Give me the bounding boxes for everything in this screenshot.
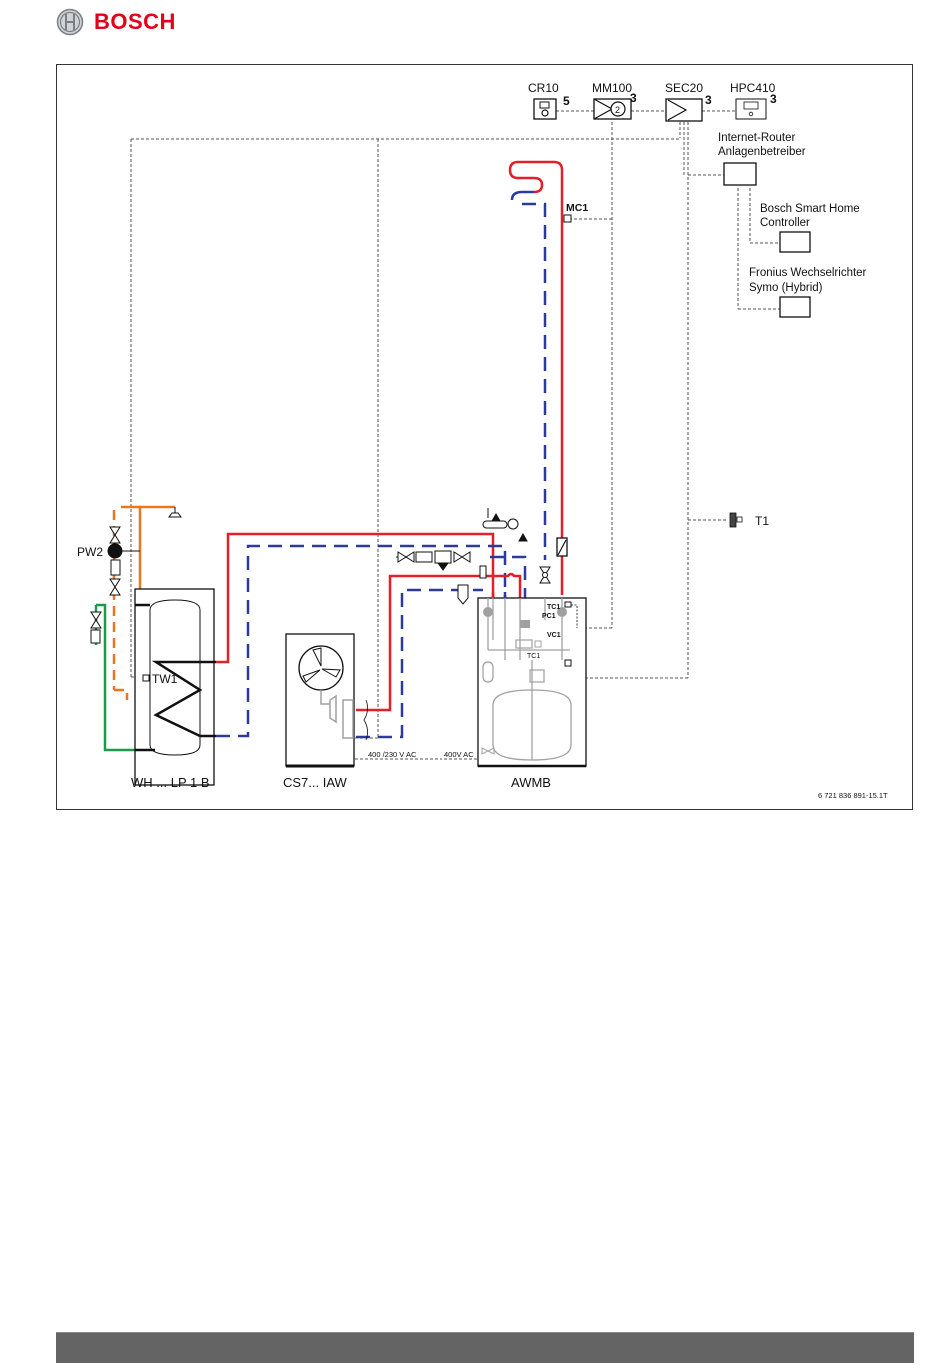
air-vent-icon [479,565,487,579]
mm100-symbol: 2 [615,105,620,115]
inverter-box [779,296,811,318]
return-valve-icon [539,566,551,584]
awmb-pipe-stubs [491,592,507,598]
router-label-2: Anlagenbetreiber [718,146,806,158]
dirt-separator-icon [457,584,469,605]
storage-tank-wh-lp [134,588,216,786]
count-hpc410: 3 [770,92,777,106]
pw2-pump-group-icon [107,526,140,596]
label-sec20: SEC20 [665,81,703,95]
bosch-logo: BOSCH [56,6,176,38]
label-storage-unit: WH ... LP 1 B [131,775,210,790]
safety-group-icon [482,508,528,542]
brand-name: BOSCH [94,9,176,34]
outdoor-unit-cs7 [285,633,368,768]
label-outdoor-supply: 400 /230 V AC [368,750,417,759]
label-pw2: PW2 [77,545,103,559]
controller-cr10 [533,98,557,120]
inverter-label-1: Fronius Wechselrichter [749,267,867,279]
count-sec20: 3 [705,93,712,107]
label-vc1: VC1 [547,632,561,639]
control-bus-lines [130,110,780,760]
smart-home-label-1: Bosch Smart Home [760,203,860,215]
internet-router-box [723,162,757,186]
label-hpc410: HPC410 [730,81,776,95]
label-t1: T1 [755,514,769,528]
primary-circuit-pipes [216,532,527,739]
footer-bar [56,1332,914,1363]
label-tw1: TW1 [152,672,178,686]
label-indoor-supply: 400V AC [444,750,474,759]
label-cr10: CR10 [528,81,559,95]
label-tc1: TC1 [547,604,560,611]
cold-water-valve-group-icon [90,611,102,644]
controller-sec20 [665,98,703,122]
cold-water-pipes [94,603,135,752]
label-mc1: MC1 [566,202,588,214]
count-mm100: 3 [630,91,637,105]
heating-circuit-pipes [508,160,564,595]
fan-icon [302,647,341,683]
diagram-frame [56,64,913,810]
t1-outdoor-sensor [729,512,743,528]
mc1-sensor [563,214,572,223]
count-cr10: 5 [563,94,570,108]
bosch-armature-icon [56,8,84,36]
label-pc1: PC1 [542,613,556,620]
fill-valve-group-icon [396,550,471,571]
label-mm100: MM100 [592,81,632,95]
router-label-1: Internet-Router [718,132,796,144]
inverter-label-2: Symo (Hybrid) [749,282,823,294]
label-outdoor-unit: CS7... IAW [283,775,348,790]
smart-home-label-2: Controller [760,217,810,229]
drawing-number: 6 721 836 891-15.1T [818,791,888,800]
indoor-unit-awmb [477,597,587,768]
smart-home-controller-box [779,231,811,253]
label-indoor-unit: AWMB [511,775,551,790]
controller-mm100 [593,98,632,120]
shower-icon [168,507,182,518]
controller-hpc410 [735,98,767,120]
label-tc1-inner: TC1 [527,653,540,660]
